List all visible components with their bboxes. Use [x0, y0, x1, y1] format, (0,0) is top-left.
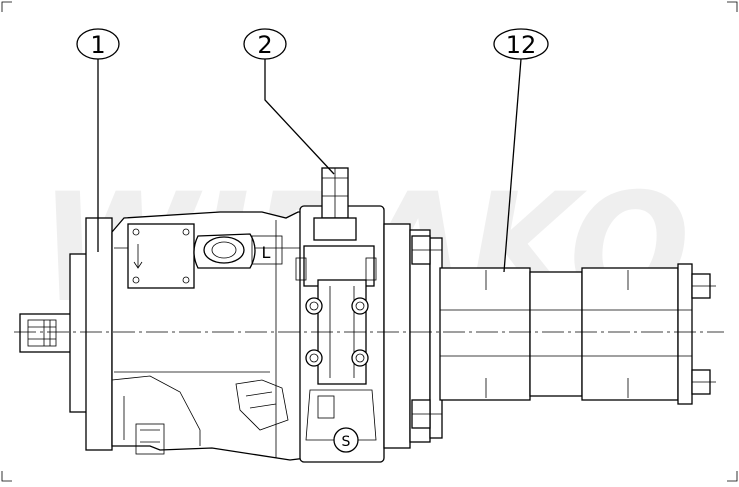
callout-12-leader: [503, 58, 522, 273]
port-l-label: L: [262, 243, 271, 262]
main-pump-body: [19, 211, 307, 461]
callout-12-label: 12: [506, 31, 537, 59]
port-s-label: S: [342, 434, 351, 450]
control-valve: [295, 167, 385, 463]
callout-1: 1: [76, 28, 120, 252]
adapter-flange: [383, 223, 443, 449]
callout-12: 12: [493, 28, 549, 273]
mounting-flange: [69, 253, 89, 413]
callout-1-label: 1: [90, 31, 105, 59]
callout-2: 2: [243, 28, 335, 175]
port-s-circle: [333, 427, 359, 453]
callout-2-label: 2: [257, 31, 272, 59]
secondary-pump: [439, 263, 716, 405]
top-cover-plate: [127, 223, 195, 289]
callout-2-leader: [264, 59, 335, 175]
